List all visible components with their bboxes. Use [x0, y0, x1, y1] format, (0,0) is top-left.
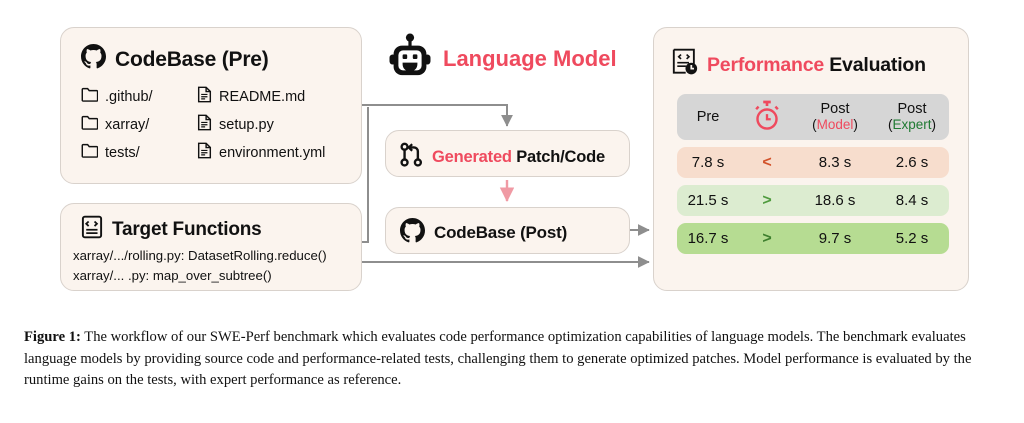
caption-text: The workflow of our SWE-Perf benchmark w… [24, 329, 972, 388]
cell-pre: 7.8 s [691, 154, 725, 171]
codebase-pre-title: CodeBase (Pre) [81, 44, 269, 75]
list-item: .github/ [81, 86, 193, 107]
performance-evaluation-card: Performance Evaluation Pre Post (Model) [653, 27, 969, 291]
folder-label: tests/ [105, 144, 140, 161]
generated-patch-title: Generated Patch/Code [400, 142, 605, 172]
column-header-post-model: Post (Model) [812, 101, 858, 132]
folder-label: xarray/ [105, 116, 150, 133]
column-header-expert-label: Expert [892, 117, 932, 132]
robot-icon [389, 33, 431, 84]
list-item: README.md [197, 86, 349, 107]
cell-post-model: 18.6 s [814, 192, 856, 209]
generated-patch-accent-label: Generated [432, 147, 512, 166]
list-item: setup.py [197, 114, 349, 135]
folder-icon [81, 143, 99, 162]
cell-comparator: > [762, 191, 772, 209]
folder-icon [81, 87, 99, 106]
figure-caption: Figure 1: The workflow of our SWE-Perf b… [24, 327, 1000, 392]
codebase-post-title-label: CodeBase (Post) [434, 223, 568, 242]
cell-post-model: 9.7 s [818, 230, 852, 247]
github-icon [81, 44, 106, 75]
performance-evaluation-title: Performance Evaluation [672, 48, 926, 82]
target-functions-title: Target Functions [81, 215, 262, 245]
column-header-pre: Pre [696, 109, 720, 125]
cell-post-expert: 8.4 s [895, 192, 929, 209]
codebase-post-title: CodeBase (Post) [400, 218, 567, 248]
target-functions-title-label: Target Functions [112, 219, 262, 240]
target-functions-list: xarray/.../rolling.py: DatasetRolling.re… [73, 246, 363, 286]
list-item: xarray/... .py: map_over_subtree() [73, 268, 272, 283]
code-document-icon [81, 215, 103, 245]
codebase-pre-title-label: CodeBase (Pre) [115, 47, 269, 71]
column-header-model-label: Model [816, 117, 854, 132]
list-item: tests/ [81, 142, 193, 163]
stopwatch-icon [739, 100, 795, 135]
list-item: xarray/.../rolling.py: DatasetRolling.re… [73, 248, 327, 263]
cell-comparator: < [762, 153, 772, 171]
file-label: setup.py [219, 116, 274, 133]
list-item: environment.yml [197, 142, 349, 163]
folder-icon [81, 115, 99, 134]
performance-table: Pre Post (Model) Post (Expert) [677, 94, 949, 254]
column-header-post-expert: Post (Expert) [887, 101, 937, 132]
caption-label: Figure 1: [24, 329, 81, 345]
list-item: xarray/ [81, 114, 193, 135]
connector-arrows [362, 104, 650, 268]
cell-post-expert: 5.2 s [895, 230, 929, 247]
cell-post-expert: 2.6 s [895, 154, 929, 171]
language-model-label: Language Model [443, 45, 617, 71]
codebase-pre-file-list: .github/ README.md xarray/ [81, 86, 349, 163]
file-icon [197, 114, 212, 135]
cell-pre: 21.5 s [687, 192, 729, 209]
cell-post-model: 8.3 s [818, 154, 852, 171]
code-clock-document-icon [672, 48, 698, 82]
git-pull-request-icon [400, 142, 423, 172]
cell-pre: 16.7 s [687, 230, 729, 247]
file-icon [197, 142, 212, 163]
figure-diagram: CodeBase (Pre) .github/ README.md [60, 27, 969, 291]
generated-patch-rest-label: Patch/Code [516, 147, 605, 166]
file-icon [197, 86, 212, 107]
performance-evaluation-accent-label: Performance [707, 53, 825, 76]
codebase-pre-card: CodeBase (Pre) .github/ README.md [60, 27, 362, 184]
target-functions-card: Target Functions xarray/.../rolling.py: … [60, 203, 362, 291]
performance-evaluation-rest-label: Evaluation [829, 53, 926, 76]
cell-comparator: > [762, 229, 772, 247]
codebase-post-card: CodeBase (Post) [385, 207, 630, 254]
generated-patch-card: Generated Patch/Code [385, 130, 630, 177]
language-model-node: Language Model [389, 33, 617, 84]
file-label: environment.yml [219, 144, 326, 161]
table-header-row: Pre Post (Model) Post (Expert) [677, 94, 949, 140]
file-label: README.md [219, 88, 306, 105]
github-icon [400, 218, 425, 248]
table-row: 16.7 s > 9.7 s 5.2 s [677, 223, 949, 254]
table-row: 21.5 s > 18.6 s 8.4 s [677, 185, 949, 216]
folder-label: .github/ [105, 88, 153, 105]
table-row: 7.8 s < 8.3 s 2.6 s [677, 147, 949, 178]
